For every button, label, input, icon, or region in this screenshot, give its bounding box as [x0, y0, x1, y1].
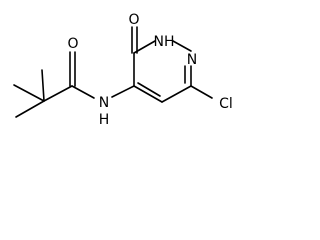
bond-carbonyl-nitrogen: [71, 85, 95, 99]
bond-methyl-bottom: [15, 100, 45, 118]
bond-ring-c5-c4-inner: [137, 82, 161, 97]
bond-ring-c6-c5: [161, 85, 192, 103]
atom-ring-oxygen: O: [128, 12, 139, 28]
bond-methyl-top: [41, 69, 45, 102]
atom-ring-nitrogen: N: [187, 52, 197, 68]
bond-quaternary-carbonyl: [43, 85, 73, 102]
bond-ring-c5-c4: [133, 85, 163, 103]
atom-amide-hydrogen: H: [99, 112, 110, 128]
atom-carbonyl-oxygen: O: [67, 36, 78, 52]
bonds: [13, 26, 213, 118]
atom-amide-nitrogen: N: [99, 95, 109, 111]
bond-ring-n2-n1: [172, 40, 192, 52]
atom-labels: O N H O NH N Cl: [67, 12, 232, 128]
bond-nitrogen-ring: [111, 85, 135, 98]
chemical-structure: O N H O NH N Cl: [13, 12, 233, 128]
atom-ring-nh: NH: [154, 34, 175, 50]
bond-methyl-left: [13, 84, 45, 102]
atom-chlorine: Cl: [219, 96, 233, 112]
bond-carbon-chlorine: [190, 85, 213, 99]
